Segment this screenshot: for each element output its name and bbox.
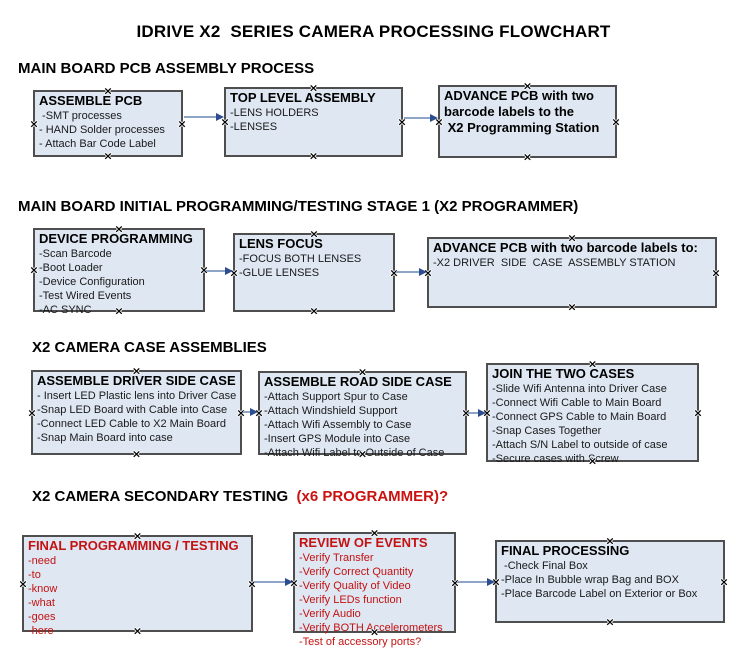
box-line: -SMT processes [39, 110, 122, 122]
box-line: -Verify LEDs function [299, 594, 402, 606]
box-title-line: barcode labels to the [444, 104, 575, 119]
box-line: -Boot Loader [39, 262, 103, 274]
box-line: -FOCUS BOTH LENSES [239, 253, 362, 265]
box-line: -Attach Wifi Assembly to Case [264, 419, 412, 431]
box-line: -Attach Windshield Support [264, 405, 398, 417]
arrow-final-programming-to-review [254, 577, 293, 587]
box-line: -Check Final Box [501, 560, 588, 572]
arrow-device-programming-to-lens-focus [206, 266, 233, 276]
box-title: ASSEMBLE ROAD SIDE CASE [264, 374, 452, 389]
box-line: -Verify Correct Quantity [299, 566, 414, 578]
box-title: ASSEMBLE DRIVER SIDE CASE [37, 373, 236, 388]
arrow-road-case-to-join-cases [468, 408, 486, 418]
flow-box-advance-pcb-driver-side-station: ADVANCE PCB with two barcode labels to: … [427, 237, 717, 308]
flow-box-advance-pcb-programming-station: ADVANCE PCB with two barcode labels to t… [438, 85, 617, 158]
page-title: IDRIVE X2 SERIES CAMERA PROCESSING FLOWC… [136, 22, 611, 41]
arrow-head-icon [285, 578, 293, 586]
box-line: -Snap LED Board with Cable into Case [37, 404, 228, 416]
flow-box-review-of-events: REVIEW OF EVENTS -Verify Transfer -Verif… [293, 532, 456, 648]
flow-box-lens-focus: LENS FOCUS -FOCUS BOTH LENSES -GLUE LENS… [233, 233, 395, 312]
box-line: -Connect Wifi Cable to Main Board [492, 397, 662, 409]
box-line: -Verify BOTH Accelerometers [299, 622, 443, 634]
box-line: -to [28, 569, 41, 581]
arrow-head-icon [419, 268, 427, 276]
arrow-top-level-to-advance-pcb [404, 113, 438, 123]
flow-box-final-processing: FINAL PROCESSING -Check Final Box -Place… [495, 540, 725, 623]
arrow-assemble-pcb-to-top-level [184, 112, 224, 122]
box-line: -Snap Main Board into case [37, 432, 173, 444]
box-line: -Verify Audio [299, 608, 361, 620]
box-line: -Connect LED Cable to X2 Main Board [37, 418, 226, 430]
box-line: -Attach Wifi Label to Outside of Case [264, 447, 445, 459]
box-line: -Slide Wifi Antenna into Driver Case [492, 383, 667, 395]
section-heading-case-assemblies: X2 CAMERA CASE ASSEMBLIES [32, 339, 267, 356]
box-line: -LENSES [230, 121, 278, 133]
box-line: - Insert LED Plastic lens into Driver Ca… [37, 390, 237, 402]
box-line: -Device Configuration [39, 276, 145, 288]
heading-black-part: X2 CAMERA SECONDARY TESTING [32, 488, 297, 505]
box-line: -Attach S/N Label to outside of case [492, 439, 668, 451]
box-title-line: ADVANCE PCB with two [444, 88, 594, 103]
box-line: -Verify Transfer [299, 552, 374, 564]
arrow-shaft [184, 116, 219, 118]
box-line: -AC SYNC [39, 304, 92, 316]
box-line: -know [28, 583, 58, 595]
box-line: -Connect GPS Cable to Main Board [492, 411, 667, 423]
box-line: -what [28, 597, 55, 609]
box-line: -goes [28, 611, 56, 623]
arrow-shaft [254, 581, 288, 583]
flow-box-assemble-pcb: ASSEMBLE PCB -SMT processes - HAND Solde… [33, 90, 183, 157]
box-line: -Scan Barcode [39, 248, 112, 260]
arrow-driver-case-to-road-case [243, 407, 258, 417]
box-title: JOIN THE TWO CASES [492, 366, 635, 381]
box-title: REVIEW OF EVENTS [299, 535, 428, 550]
arrow-shaft [206, 270, 228, 272]
box-title: TOP LEVEL ASSEMBLY [230, 90, 376, 105]
arrow-lens-focus-to-advance-pcb [396, 267, 427, 277]
arrow-head-icon [430, 114, 438, 122]
box-line: -Verify Quality of Video [299, 580, 411, 592]
section-heading-secondary-testing: X2 CAMERA SECONDARY TESTING (x6 PROGRAMM… [32, 488, 448, 505]
arrow-head-icon [216, 113, 224, 121]
box-line: -need [28, 555, 57, 567]
arrow-head-icon [250, 408, 258, 416]
flow-box-final-programming-testing: FINAL PROGRAMMING / TESTING -need -to -k… [22, 535, 253, 637]
box-title: ADVANCE PCB with two barcode labels to: [433, 240, 698, 255]
flow-box-device-programming: DEVICE PROGRAMMING -Scan Barcode -Boot L… [33, 228, 205, 316]
section-heading-pcb-assembly: MAIN BOARD PCB ASSEMBLY PROCESS [18, 60, 315, 77]
box-line: -Place Barcode Label on Exterior or Box [501, 588, 698, 600]
flow-box-assemble-road-side-case: ASSEMBLE ROAD SIDE CASE -Attach Support … [258, 371, 467, 459]
arrow-head-icon [478, 409, 486, 417]
arrow-head-icon [487, 578, 495, 586]
box-line: -here [28, 625, 54, 637]
box-line: -Place In Bubble wrap Bag and BOX [501, 574, 679, 586]
heading-red-part: (x6 PROGRAMMER)? [296, 488, 449, 505]
box-line: - Attach Bar Code Label [39, 138, 156, 150]
box-line: -LENS HOLDERS [230, 107, 319, 119]
arrow-shaft [404, 117, 433, 119]
box-line: -X2 DRIVER SIDE CASE ASSEMBLY STATION [433, 257, 676, 269]
arrow-shaft [457, 581, 490, 583]
arrow-review-to-final-processing [457, 577, 495, 587]
flow-box-join-the-two-cases: JOIN THE TWO CASES -Slide Wifi Antenna i… [486, 363, 699, 465]
arrow-shaft [468, 412, 481, 414]
flow-box-assemble-driver-side-case: ASSEMBLE DRIVER SIDE CASE - Insert LED P… [31, 370, 242, 455]
box-line: -GLUE LENSES [239, 267, 320, 279]
box-line: -Attach Support Spur to Case [264, 391, 408, 403]
box-line: -Test Wired Events [39, 290, 132, 302]
box-title-line: X2 Programming Station [444, 120, 600, 135]
box-line: -Test of accessory ports? [299, 636, 422, 648]
arrow-head-icon [225, 267, 233, 275]
flow-box-top-level-assembly: TOP LEVEL ASSEMBLY -LENS HOLDERS -LENSES [224, 87, 403, 157]
arrow-shaft [396, 271, 422, 273]
box-title: FINAL PROGRAMMING / TESTING [28, 538, 239, 553]
arrow-shaft [243, 411, 253, 413]
section-heading-initial-programming: MAIN BOARD INITIAL PROGRAMMING/TESTING S… [18, 198, 579, 215]
box-line: - HAND Solder processes [39, 124, 165, 136]
box-title: ASSEMBLE PCB [39, 93, 143, 108]
box-line: -Snap Cases Together [492, 425, 602, 437]
box-line: -Insert GPS Module into Case [264, 433, 411, 445]
